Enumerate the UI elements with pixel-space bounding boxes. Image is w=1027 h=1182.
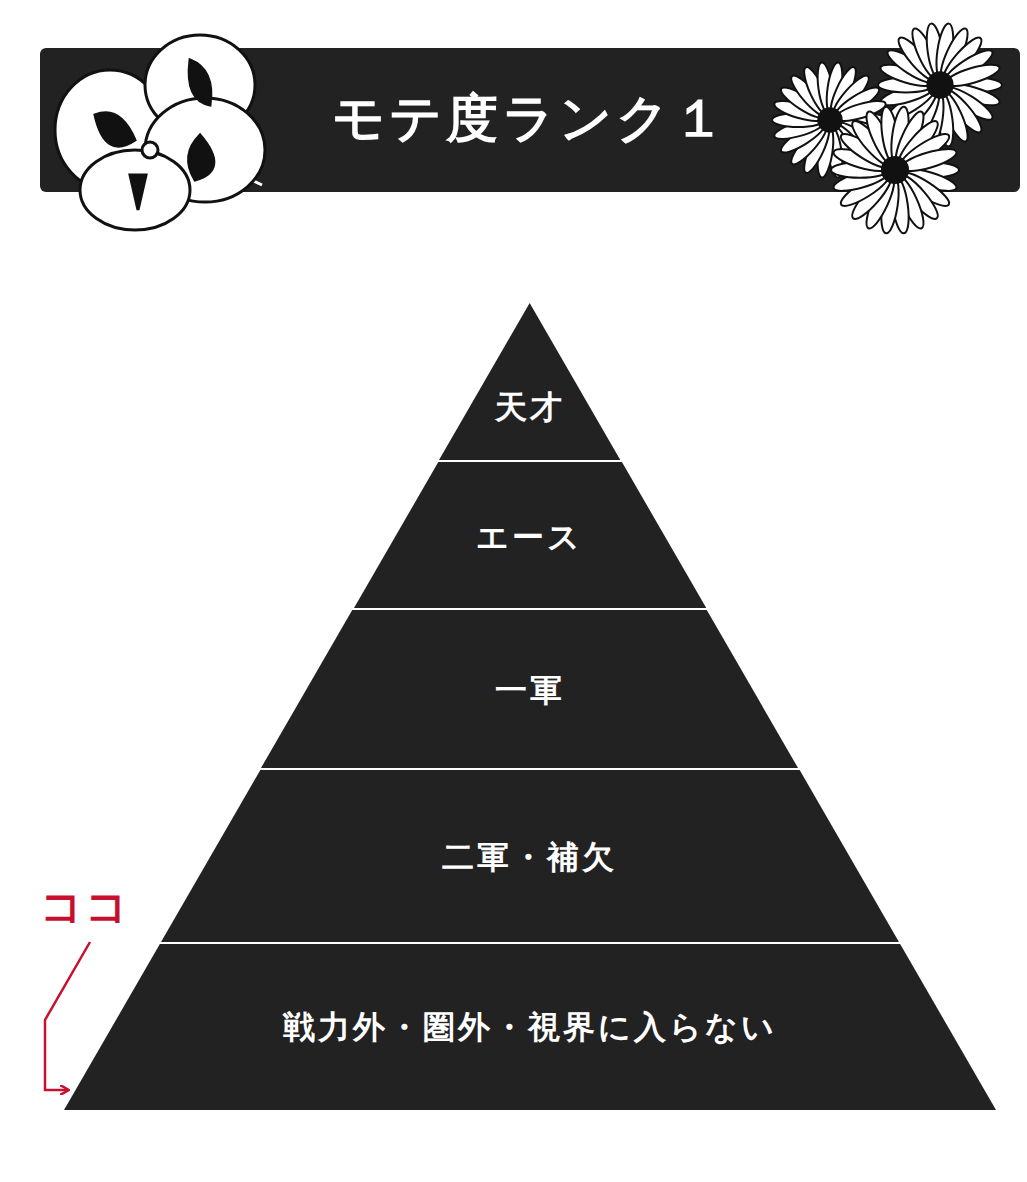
band-label: 二軍・補欠 — [442, 838, 617, 876]
callout-label: ココ — [40, 884, 130, 930]
band-label: 戦力外・圏外・視界に入らない — [283, 1008, 777, 1046]
band-label: エース — [476, 518, 583, 556]
pyramid-band: 戦力外・圏外・視界に入らない — [64, 944, 996, 1110]
band-label: 一軍 — [495, 671, 565, 709]
title-text: モテ度ランク１ — [332, 87, 729, 149]
pyramid-band: エース — [354, 462, 706, 608]
pyramid-band: 一軍 — [261, 610, 798, 768]
band-shape — [439, 303, 620, 460]
daisy-flowers — [772, 23, 1002, 235]
band-label: 天才 — [495, 388, 565, 426]
leader-arrow — [45, 942, 90, 1090]
pyramid-band: 天才 — [439, 303, 620, 460]
pyramid-band: 二軍・補欠 — [161, 770, 899, 942]
pansy-flower — [55, 35, 265, 230]
